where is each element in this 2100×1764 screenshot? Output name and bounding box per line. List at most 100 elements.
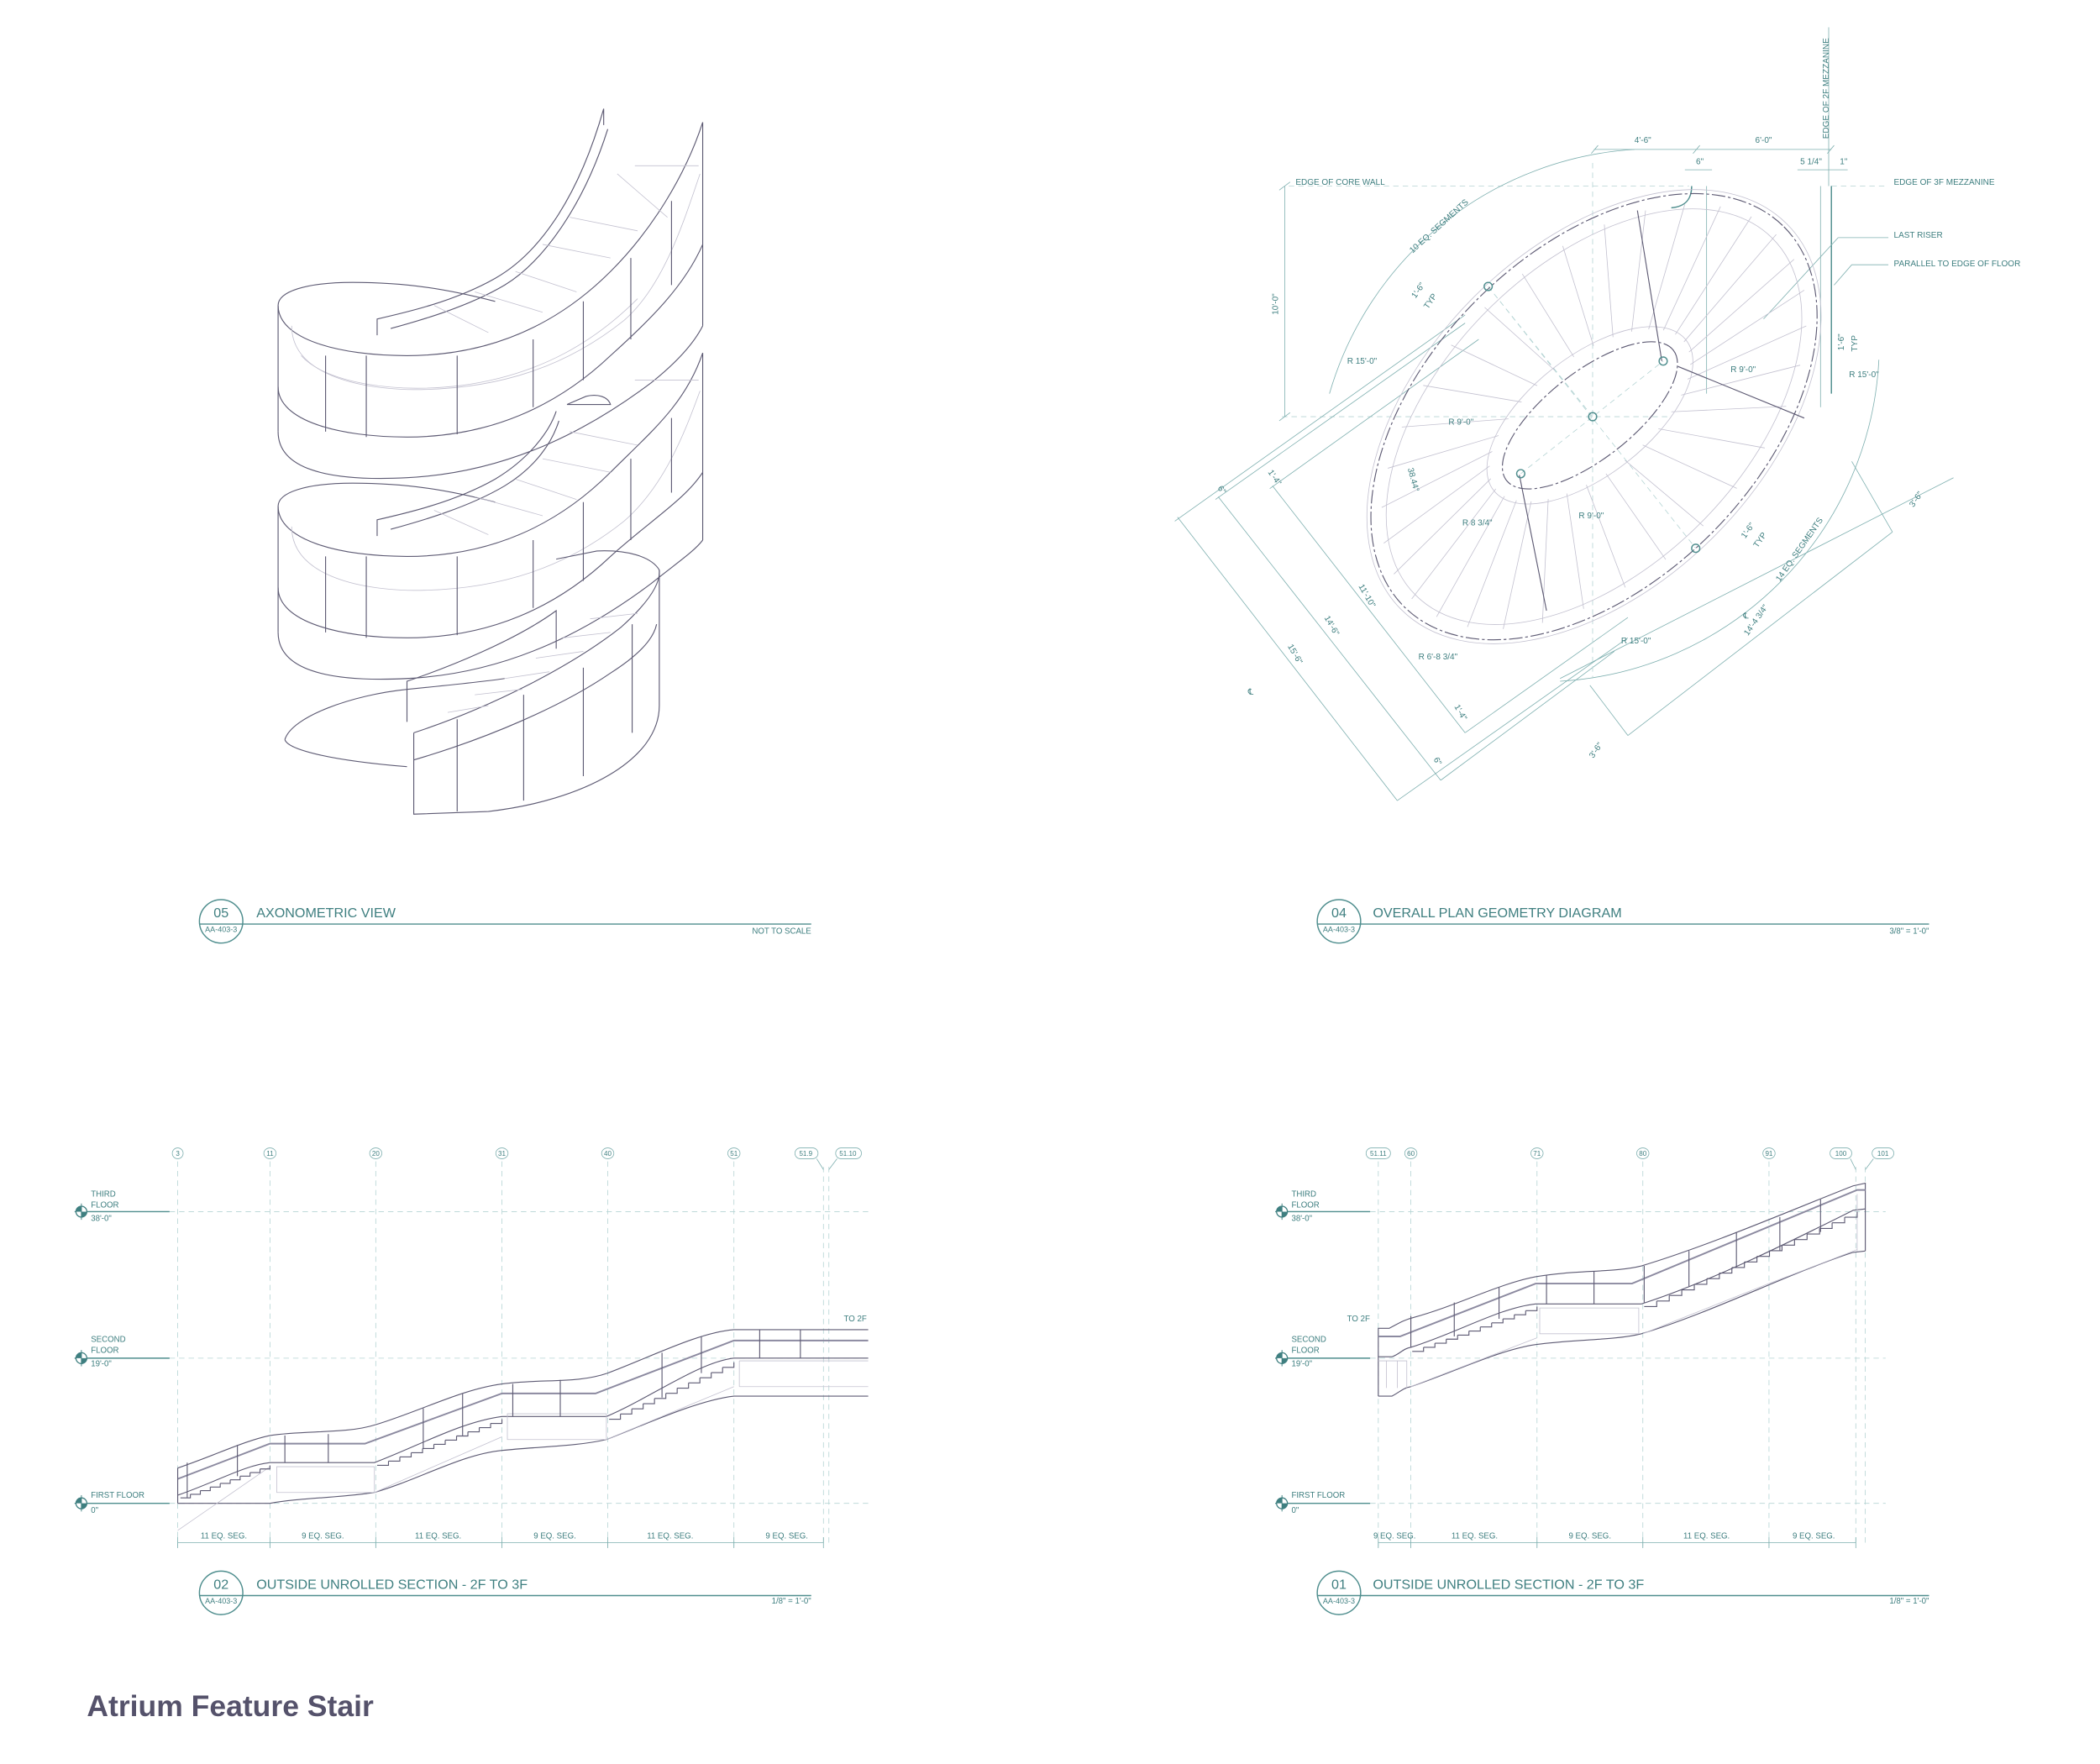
level-name: SECOND (1291, 1335, 1326, 1344)
drawing-scale: 3/8" = 1'-0" (1889, 927, 1929, 936)
level-name: FLOOR (1291, 1201, 1319, 1210)
plan-label: PARALLEL TO EDGE OF FLOOR (1894, 260, 2021, 269)
grid-label: 51.10 (839, 1150, 857, 1158)
grid-label: 71 (1533, 1150, 1541, 1158)
plan-label: R 9'-0" (1448, 418, 1473, 428)
axo-tier-lower (284, 550, 660, 815)
drawing-scale: NOT TO SCALE (752, 927, 811, 936)
tread-line (1436, 496, 1505, 617)
tread-line (1423, 385, 1522, 402)
section-02: 3 11 20 31 40 51 51.9 51.10 THIRD FLOOR … (74, 1147, 869, 1548)
grid-label: 51.11 (1370, 1150, 1387, 1158)
segment-label: 9 EQ. SEG. (765, 1532, 808, 1541)
tread-line (1383, 465, 1490, 544)
tread-line (1411, 488, 1497, 600)
tread-line (1642, 444, 1737, 489)
drawing-number: 02 (213, 1577, 228, 1592)
grid-label: 100 (1835, 1150, 1847, 1158)
tread-line (1689, 290, 1805, 365)
level-elevation: 0" (91, 1506, 98, 1515)
level-name: FIRST FLOOR (91, 1491, 144, 1500)
grid-lines (1378, 1161, 1866, 1547)
stair-profile (1378, 1182, 1866, 1397)
segment-label: 11 EQ. SEG. (415, 1532, 461, 1541)
drawing-title: OUTSIDE UNROLLED SECTION - 2F TO 3F (1373, 1577, 1644, 1592)
level-markers: THIRD FLOOR 38'-0" SECOND FLOOR 19'-0" F… (1276, 1190, 1345, 1515)
tread-line (1381, 451, 1493, 508)
grid-label: 91 (1765, 1150, 1772, 1158)
plan-label: EDGE OF CORE WALL (1295, 178, 1385, 187)
plan-label: 38.44° (1405, 467, 1420, 493)
grid-lines (177, 1161, 830, 1547)
centerline-symbol: ℄ (1247, 688, 1254, 697)
grid-label: 40 (604, 1150, 612, 1158)
tread-line (1467, 500, 1517, 627)
plan-label: R 15'-0" (1347, 357, 1378, 366)
plan-label: 14'-6" (1322, 614, 1341, 638)
tread-line (1631, 210, 1646, 332)
grid-label: 11 (266, 1150, 274, 1158)
level-marker-icon (1276, 1203, 1289, 1221)
plan-label: R 9'-0" (1730, 365, 1756, 375)
segment-label: 9 EQ. SEG. (533, 1532, 576, 1541)
level-markers: THIRD FLOOR 38'-0" SECOND FLOOR 19'-0" F… (75, 1190, 144, 1515)
tread-line (1658, 428, 1765, 449)
plan-label: R 9'-0" (1578, 512, 1604, 521)
to-2f-note: TO 2F (1347, 1315, 1370, 1324)
sheet-reference: AA-403-3 (205, 1597, 237, 1605)
plan-label: 10'-0" (1271, 293, 1280, 315)
level-elevation: 19'-0" (91, 1360, 112, 1369)
title-block-01: 01 AA-403-3 OUTSIDE UNROLLED SECTION - 2… (1316, 1570, 1929, 1615)
tread-line (1451, 344, 1538, 386)
title-block-04: 04 AA-403-3 OVERALL PLAN GEOMETRY DIAGRA… (1316, 899, 1929, 944)
stair-steps (180, 1362, 735, 1499)
tread-line (1541, 499, 1549, 623)
plan-label: 5 1/4" (1800, 158, 1822, 167)
plan-label: 1'-6" (1740, 521, 1757, 540)
section-01: 51.11 60 71 80 91 100 101 THIRD FLOOR 38… (1275, 1147, 1894, 1548)
grid-label: 31 (498, 1150, 506, 1158)
tread-line (1605, 473, 1667, 560)
segment-label: 11 EQ. SEG. (1452, 1532, 1498, 1541)
plan-label: TYP (1851, 335, 1860, 352)
segment-label: 9 EQ. SEG. (302, 1532, 344, 1541)
axo-tier-middle (277, 352, 704, 680)
segment-label: 9 EQ. SEG. (1568, 1532, 1611, 1541)
plan-label: TYP (1752, 531, 1769, 550)
plan-label: 4'-6" (1635, 136, 1651, 145)
tread-line (1562, 245, 1594, 346)
plan-treads (1381, 204, 1807, 629)
plan-label: EDGE OF 2F MEZZANINE (1822, 38, 1831, 139)
plan-label: 6" (1696, 158, 1704, 167)
sheet-reference: AA-403-3 (1323, 1597, 1355, 1605)
drawing-title: OUTSIDE UNROLLED SECTION - 2F TO 3F (256, 1577, 528, 1592)
plan-dimension-labels: EDGE OF 2F MEZZANINE 4'-6" 6'-0" 6" 5 1/… (1215, 38, 2021, 768)
level-name: FIRST FLOOR (1291, 1491, 1345, 1500)
plan-label: R 15'-0" (1621, 637, 1651, 646)
tread-line (1604, 224, 1614, 338)
segment-label: 9 EQ. SEG. (1793, 1532, 1835, 1541)
drawing-scale: 1/8" = 1'-0" (1889, 1597, 1929, 1606)
plan-label: 1'-4" (1452, 703, 1469, 722)
drawing-number: 01 (1331, 1577, 1347, 1592)
title-block-05: 05 AA-403-3 AXONOMETRIC VIEW NOT TO SCAL… (198, 899, 811, 944)
plan-geometry-diagram: EDGE OF 2F MEZZANINE 4'-6" 6'-0" 6" 5 1/… (1174, 27, 2021, 801)
tread-line (1648, 204, 1686, 330)
level-elevation: 38'-0" (91, 1215, 112, 1224)
plan-label: 1" (1840, 158, 1848, 167)
tread-line (1394, 478, 1492, 575)
plan-label: TYP (1422, 292, 1439, 312)
plan-label: R 8 3/4" (1462, 518, 1493, 528)
drawing-scale: 1/8" = 1'-0" (772, 1597, 812, 1606)
drawing-number: 04 (1331, 906, 1347, 921)
drawing-title: AXONOMETRIC VIEW (256, 906, 396, 921)
plan-label: 3'-6" (1588, 741, 1605, 760)
level-marker-icon (75, 1350, 88, 1367)
plan-label: 1'-6" (1837, 333, 1846, 350)
tread-line (1662, 206, 1721, 331)
tread-line (1586, 485, 1626, 588)
level-name: FLOOR (91, 1201, 118, 1210)
level-name: SECOND (91, 1335, 125, 1344)
tread-line (1675, 216, 1752, 335)
centerline-symbol: ℄ (1742, 612, 1749, 622)
